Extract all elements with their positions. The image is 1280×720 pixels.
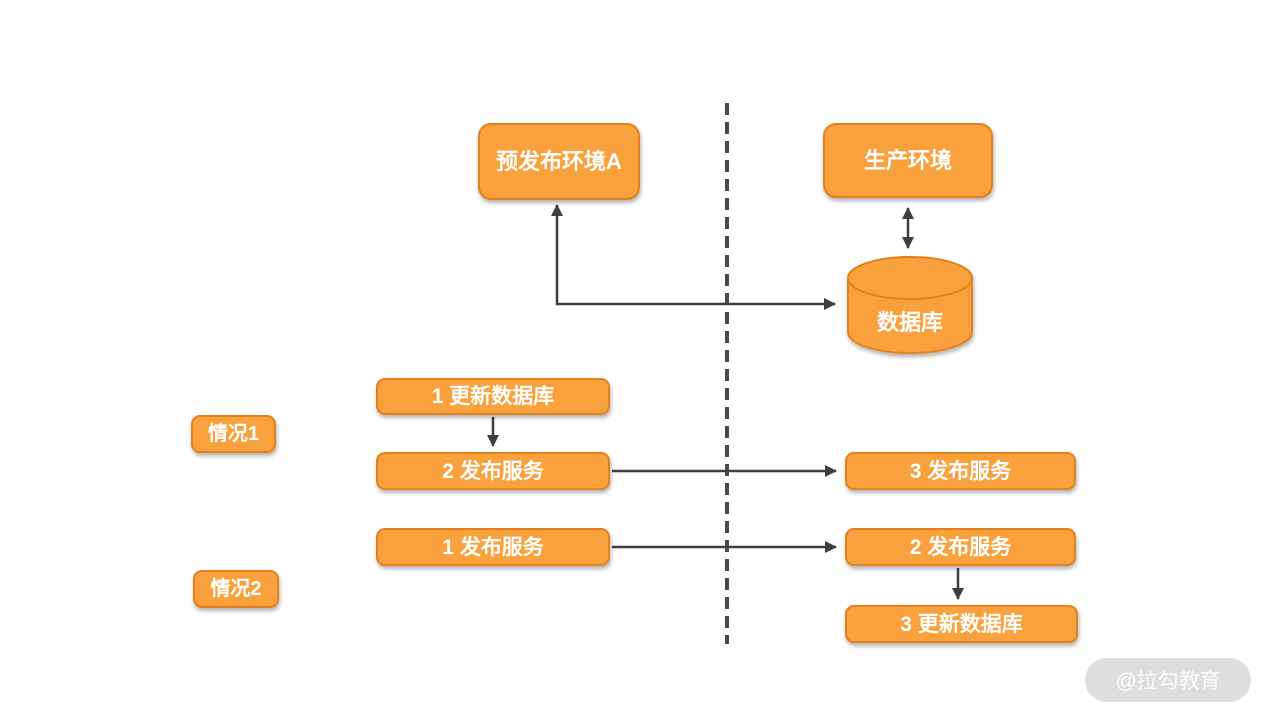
- node-pre-release-env: 预发布环境A: [478, 123, 640, 200]
- case2-step3-label: 3 更新数据库: [900, 612, 1023, 636]
- watermark-text: @拉勾教育: [1115, 670, 1221, 693]
- case2-step1-label: 1 发布服务: [442, 535, 544, 559]
- node-case1-step3: 3 发布服务: [845, 452, 1076, 490]
- node-database: 数据库: [847, 256, 973, 354]
- case2-step2-label: 2 发布服务: [909, 535, 1012, 559]
- case1-step1-label: 1 更新数据库: [431, 385, 555, 408]
- node-case2-label: 情况2: [193, 570, 279, 608]
- node-case2-step3: 3 更新数据库: [845, 605, 1078, 643]
- case2-label-text: 情况2: [210, 578, 262, 600]
- node-case1-step1: 1 更新数据库: [376, 378, 610, 415]
- node-case2-step2: 2 发布服务: [845, 528, 1076, 566]
- database-cylinder-top: [847, 256, 973, 300]
- case1-step2-label: 2 发布服务: [442, 459, 544, 483]
- watermark-badge: @拉勾教育: [1085, 658, 1251, 702]
- case1-label-text: 情况1: [207, 423, 260, 445]
- node-case1-label: 情况1: [191, 415, 276, 453]
- arrow-prerelease-database: [551, 204, 836, 310]
- node-case1-step2: 2 发布服务: [376, 452, 610, 490]
- case1-step3-label: 3 发布服务: [909, 459, 1012, 483]
- node-case2-step1: 1 发布服务: [376, 528, 610, 566]
- database-label: 数据库: [877, 310, 943, 335]
- pre-release-env-label: 预发布环境A: [496, 148, 622, 174]
- production-env-label: 生产环境: [863, 147, 952, 173]
- node-production-env: 生产环境: [823, 123, 993, 198]
